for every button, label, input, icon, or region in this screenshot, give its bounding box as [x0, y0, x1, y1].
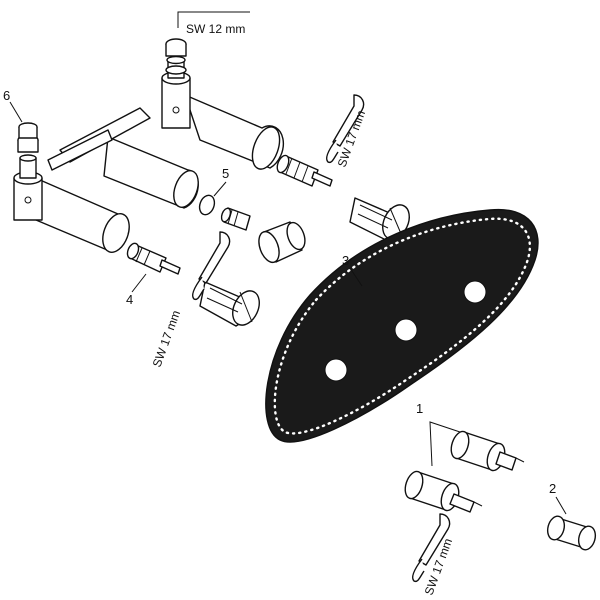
- wrench-left: [192, 231, 231, 301]
- threaded-nipple: [220, 207, 251, 231]
- wrench-label-left: SW 17 mm: [150, 308, 183, 369]
- plate-hole-1: [463, 280, 487, 304]
- plate-hole-2: [394, 318, 418, 342]
- wrench-bottom: [412, 513, 451, 583]
- callout-4: 4: [126, 292, 133, 307]
- cover-plate: [265, 208, 539, 443]
- callout-6: 6: [3, 88, 10, 103]
- cartridge-upper: [276, 154, 333, 187]
- callout-1: 1: [416, 401, 423, 416]
- wrench-label-top: SW 12 mm: [186, 22, 245, 36]
- callout-3: 3: [342, 253, 349, 268]
- callout-6-leader: [9, 101, 23, 123]
- callout-4-leader: [131, 273, 147, 293]
- sw12-leader: [177, 11, 250, 28]
- wrench-label-bottom: SW 17 mm: [422, 536, 455, 597]
- extension-upper: [450, 430, 525, 472]
- plate-hole-3: [324, 358, 348, 382]
- callout-2: 2: [549, 481, 556, 496]
- cartridge-4: [126, 242, 181, 275]
- sleeve-2: [546, 515, 597, 551]
- rough-in-valve-body: [13, 38, 285, 253]
- callout-5: 5: [222, 166, 229, 181]
- callout-5-leader: [213, 181, 227, 197]
- sleeve: [258, 221, 306, 264]
- o-ring: [198, 194, 216, 216]
- wrench-right: [326, 94, 365, 164]
- handle-knob-lower: [199, 281, 260, 327]
- callout-1-bracket: [429, 421, 461, 467]
- extension-lower: [404, 470, 483, 513]
- callout-2-leader: [555, 496, 567, 515]
- cover-plate-rim-dots: [273, 217, 532, 435]
- callout-3-leader: [349, 267, 363, 287]
